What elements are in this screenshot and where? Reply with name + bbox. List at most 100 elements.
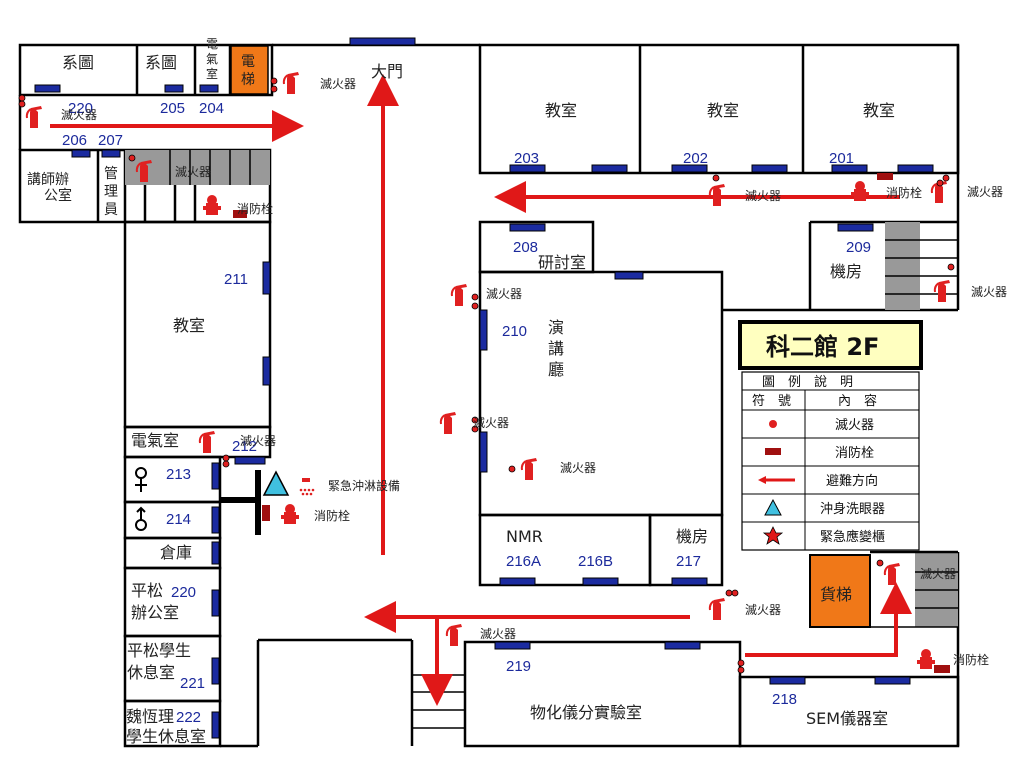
room-number: 207 <box>98 132 123 149</box>
annotations: 滅火器 滅火器 滅火器 消防栓 滅火器 消防栓 滅火器 滅火器 滅火器 滅火器 … <box>61 77 1007 667</box>
legend-rect-icon <box>765 448 781 455</box>
annot-hydrant: 消防栓 <box>886 185 922 200</box>
room-label-classroom-201: 教室 <box>863 101 895 120</box>
legend-triangle-icon <box>764 498 782 516</box>
room-number: 214 <box>166 511 191 528</box>
annot-extinguisher: 滅火器 <box>240 434 276 448</box>
room-number: 208 <box>513 239 538 256</box>
map-title: 科二館 2F <box>766 333 879 361</box>
room-label-wei-lounge-1: 魏恆理 <box>126 707 174 726</box>
legend-row-label: 沖身洗眼器 <box>820 501 885 517</box>
female-icon <box>135 467 147 492</box>
evacuation-routes <box>50 74 912 706</box>
male-icon <box>135 506 147 531</box>
room-label-huoti: 貨梯 <box>820 585 852 604</box>
annot-extinguisher: 滅火器 <box>61 108 97 122</box>
legend: 科二館 2F 圖 例 說 明 符 號 內 容 滅火器 消防栓 避難方向 沖身洗眼… <box>738 320 923 551</box>
room-label-wei-lounge-2: 學生休息室 <box>126 727 206 746</box>
eyewash-triangle <box>262 470 290 496</box>
annot-hydrant: 消防栓 <box>953 652 989 667</box>
extinguisher-dots <box>18 77 955 674</box>
room-number: 221 <box>180 675 205 692</box>
annot-extinguisher: 滅火器 <box>920 567 956 581</box>
room-number: 210 <box>502 323 527 340</box>
room-number: 220 <box>171 584 196 601</box>
room-label-jiangshi-2: 公室 <box>44 187 72 204</box>
room-labels: 系圖 系圖 電 氣 室 電 梯 大門 教室 教室 教室 講師辦 公室 管 理 員… <box>27 37 895 746</box>
doors <box>34 37 934 739</box>
room-label-jifang-217: 機房 <box>676 527 708 546</box>
room-label-jifang-209: 機房 <box>830 262 862 281</box>
legend-star-icon <box>762 526 784 545</box>
room-number: 203 <box>514 150 539 167</box>
legend-dot-icon <box>769 420 777 428</box>
room-number: 211 <box>224 271 248 288</box>
annot-extinguisher: 滅火器 <box>473 416 509 430</box>
shower-icon <box>299 478 315 496</box>
walls <box>18 43 960 748</box>
room-label-pingsong-office-1: 平松 <box>131 581 163 600</box>
room-label-yantao: 研討室 <box>538 253 586 272</box>
room-number: 204 <box>199 100 224 117</box>
annot-extinguisher: 滅火器 <box>967 185 1003 199</box>
legend-row-label: 避難方向 <box>826 473 878 489</box>
room-label-dianti-2: 梯 <box>241 72 255 88</box>
elevator-top <box>230 45 269 95</box>
room-label-cangku: 倉庫 <box>160 543 192 562</box>
room-label-classroom-202: 教室 <box>707 101 739 120</box>
room-number: 217 <box>676 553 701 570</box>
room-label-guanliyuan-1: 管 <box>104 166 118 182</box>
room-number: 218 <box>772 691 797 708</box>
room-label-guanliyuan-2: 理 <box>104 184 118 200</box>
room-label-dianqi-top-3: 室 <box>206 66 218 81</box>
room-label-jiangshi-1: 講師辦 <box>27 172 69 188</box>
annot-extinguisher: 滅火器 <box>560 461 596 475</box>
room-number: 220 <box>68 100 93 117</box>
room-label-xitu-1: 系圖 <box>62 53 94 72</box>
room-number: 209 <box>846 239 871 256</box>
room-label-yanjiang-1: 演 <box>548 318 564 337</box>
room-label-classroom-211: 教室 <box>173 316 205 335</box>
room-label-wuhua: 物化儀分實驗室 <box>530 703 642 722</box>
room-label-guanliyuan-3: 員 <box>104 202 118 218</box>
room-label-sem: SEM儀器室 <box>806 709 888 728</box>
annot-hydrant: 消防栓 <box>237 201 273 216</box>
room-label-dianqi-top-1: 電 <box>206 37 218 51</box>
room-number: 219 <box>506 658 531 675</box>
hydrant-icons <box>203 173 950 673</box>
legend-row-label: 緊急應變櫃 <box>820 529 885 545</box>
room-label-xitu-2: 系圖 <box>145 53 177 72</box>
room-number: 206 <box>62 132 87 149</box>
annot-extinguisher: 滅火器 <box>745 603 781 617</box>
legend-arrow-icon <box>758 476 795 484</box>
room-label-pingsong-office-2: 辦公室 <box>131 603 179 622</box>
room-number: 212 <box>232 438 257 455</box>
room-number: 201 <box>829 150 854 167</box>
room-label-dianqi-top-2: 氣 <box>206 52 218 66</box>
room-number: 216B <box>578 553 613 570</box>
annot-extinguisher: 滅火器 <box>971 285 1007 299</box>
room-label-yanjiang-2: 講 <box>548 339 564 358</box>
legend-title-box <box>742 324 919 366</box>
annot-extinguisher: 滅火器 <box>480 627 516 641</box>
annot-extinguisher: 滅火器 <box>486 287 522 301</box>
room-label-dianti-1: 電 <box>241 54 255 70</box>
legend-col-content: 內 容 <box>838 393 877 409</box>
room-label-pingsong-lounge-2: 休息室 <box>127 663 175 682</box>
restroom-icons <box>135 467 147 531</box>
annot-extinguisher: 滅火器 <box>745 189 781 203</box>
annot-hydrant: 消防栓 <box>314 508 350 523</box>
annot-extinguisher: 滅火器 <box>320 77 356 91</box>
room-label-pingsong-lounge-1: 平松學生 <box>127 641 191 660</box>
room-label-dianqi: 電氣室 <box>131 431 179 450</box>
room-label-yanjiang-3: 廳 <box>548 360 564 379</box>
room-number: 222 <box>176 709 201 726</box>
room-number: 202 <box>683 150 708 167</box>
legend-row-label: 消防栓 <box>835 445 874 461</box>
legend-row-label: 滅火器 <box>835 418 874 433</box>
room-label-nmr: NMR <box>506 527 543 546</box>
legend-col-symbol: 符 號 <box>752 393 791 409</box>
room-label-classroom-203: 教室 <box>545 101 577 120</box>
room-numbers: 220 205 204 206 207 203 202 201 208 209 … <box>62 100 871 726</box>
